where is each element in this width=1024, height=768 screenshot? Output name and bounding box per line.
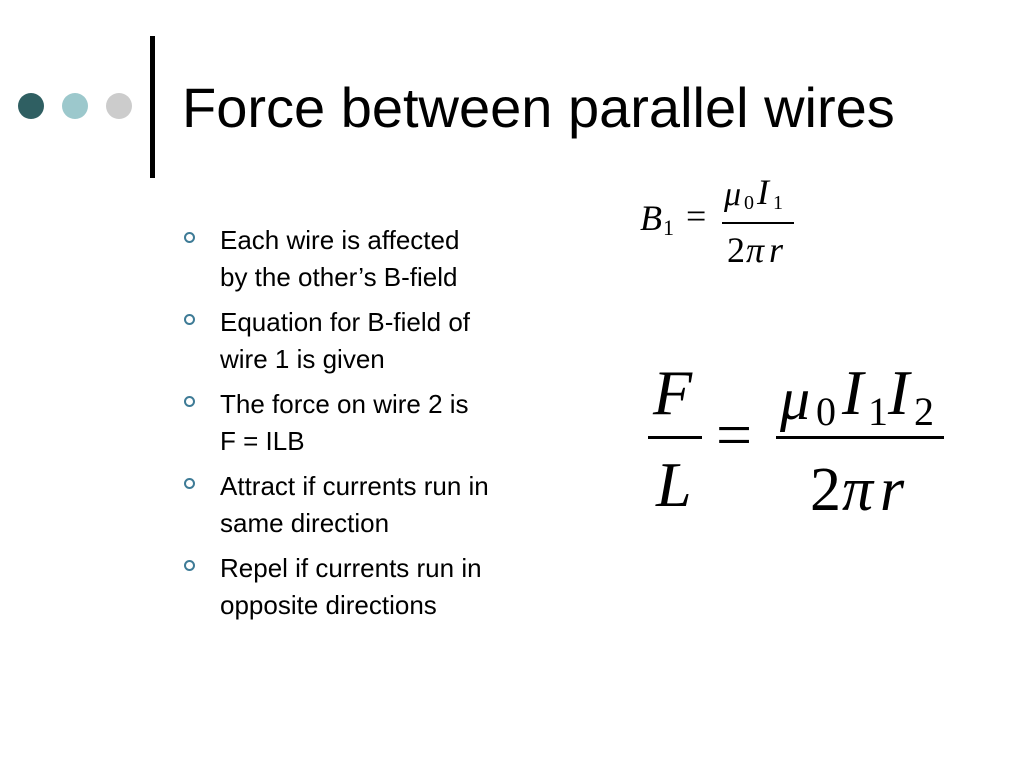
bullet-line: F = ILB: [220, 426, 305, 456]
bullet-line: Attract if currents run in: [220, 471, 489, 501]
bullet-line: opposite directions: [220, 590, 437, 620]
bullet-item: Each wire is affected by the other’s B-f…: [184, 222, 564, 296]
force-current-1: I: [842, 357, 864, 428]
b-field-current-subscript: 1: [773, 192, 783, 214]
force-denominator-pi: π: [842, 456, 874, 524]
bullet-line: by the other’s B-field: [220, 262, 458, 292]
force-current-2-subscript: 2: [914, 389, 934, 434]
b-field-subscript: 1: [663, 215, 674, 240]
bullet-item: The force on wire 2 is F = ILB: [184, 386, 564, 460]
bullet-marker-icon: [184, 232, 195, 243]
force-mu-subscript: 0: [816, 389, 836, 434]
bullet-marker-icon: [184, 478, 195, 489]
decor-dot-dark: [18, 93, 44, 119]
decor-dot-gray: [106, 93, 132, 119]
decor-dots: [18, 93, 132, 119]
b-field-denominator-pi: π: [746, 230, 765, 270]
bullet-item: Repel if currents run in opposite direct…: [184, 550, 564, 624]
b-field-mu-subscript: 0: [744, 192, 754, 214]
slide-title: Force between parallel wires: [182, 76, 895, 139]
force-lhs-fraction-bar: [648, 436, 702, 439]
bullet-line: The force on wire 2 is: [220, 389, 469, 419]
length-symbol: L: [656, 449, 692, 520]
bullet-marker-icon: [184, 314, 195, 325]
force-symbol: F: [653, 357, 693, 428]
force-rhs-fraction-bar: [776, 436, 944, 439]
force-denominator-r: r: [880, 456, 905, 524]
bullet-line: wire 1 is given: [220, 344, 385, 374]
force-current-1-subscript: 1: [868, 389, 888, 434]
b-field-equals: =: [686, 196, 707, 236]
force-equation: F L = μ 0 I 1 I 2 2 π r: [636, 352, 956, 532]
title-rule: [150, 36, 155, 178]
bullet-item: Attract if currents run in same directio…: [184, 468, 564, 542]
decor-dot-light: [62, 93, 88, 119]
b-field-fraction-bar: [722, 222, 794, 224]
force-mu: μ: [780, 366, 811, 432]
force-denominator-2: 2: [810, 456, 841, 524]
b-field-denominator-r: r: [769, 230, 784, 270]
b-field-equation: B 1 = μ 0 I 1 2 π r: [636, 172, 806, 282]
bullet-line: Equation for B-field of: [220, 307, 471, 337]
b-field-symbol: B: [640, 198, 662, 238]
bullet-list: Each wire is affected by the other’s B-f…: [184, 222, 564, 632]
force-equals: =: [716, 399, 753, 470]
b-field-current: I: [757, 172, 769, 212]
b-field-denominator-2: 2: [727, 230, 745, 270]
force-current-2: I: [888, 357, 910, 428]
bullet-line: same direction: [220, 508, 390, 538]
bullet-marker-icon: [184, 560, 195, 571]
bullet-line: Repel if currents run in: [220, 553, 482, 583]
bullet-line: Each wire is affected: [220, 225, 460, 255]
bullet-item: Equation for B-field of wire 1 is given: [184, 304, 564, 378]
b-field-mu: μ: [724, 176, 742, 213]
bullet-marker-icon: [184, 396, 195, 407]
